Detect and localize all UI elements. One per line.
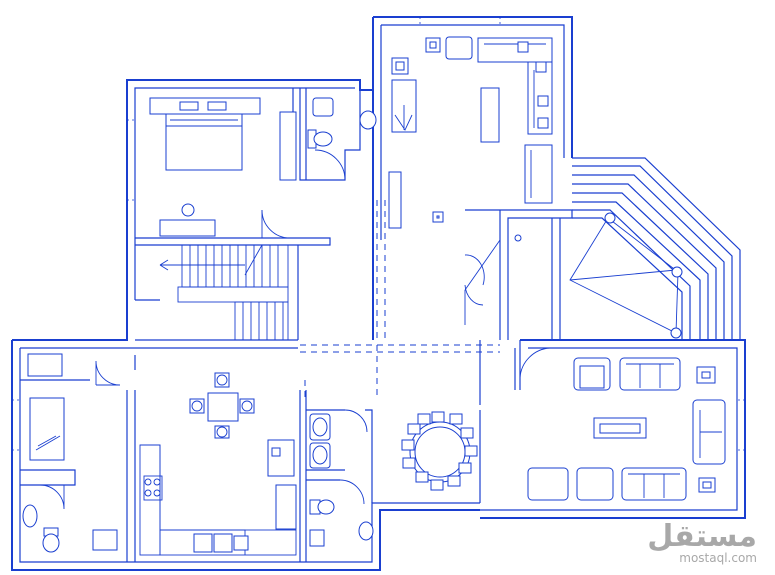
lower-left-rooms [22, 353, 121, 553]
bedroom [149, 97, 346, 239]
entry-doors [464, 234, 551, 379]
watermark: مستقل mostaql.com [647, 519, 757, 566]
window-marks [12, 17, 745, 451]
upper-bathroom [307, 97, 377, 149]
round-dining [401, 411, 478, 491]
top-lounge [388, 36, 553, 229]
centre-bathrooms [309, 409, 374, 547]
exterior-walls [11, 16, 746, 571]
kitchen [96, 384, 297, 556]
watermark-arabic: مستقل [647, 519, 757, 554]
staircase [159, 244, 289, 341]
interior-walls [20, 88, 573, 562]
beam-lines [300, 200, 500, 400]
dining-table [189, 372, 255, 439]
pool-area [551, 157, 741, 340]
watermark-domain: mostaql.com [679, 551, 757, 565]
living-room [527, 357, 726, 501]
